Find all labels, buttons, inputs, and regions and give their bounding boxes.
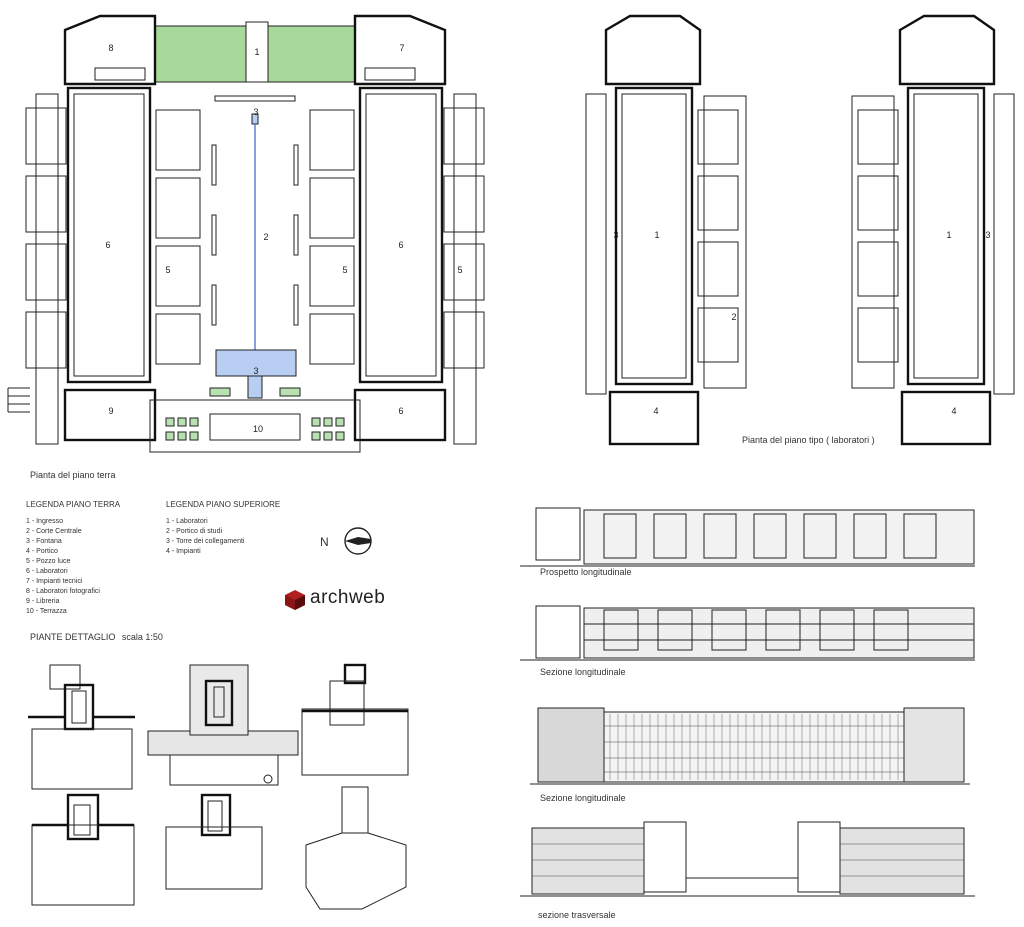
detail-plans-drawing	[28, 663, 409, 910]
legend-item: 1 - Laboratori	[166, 518, 208, 525]
legend-item: 4 - Portico	[26, 548, 58, 555]
legend-item: 9 - Libreria	[26, 598, 60, 605]
room-label: 10	[253, 424, 263, 434]
room-label: 3	[613, 230, 618, 240]
right-lab-block	[358, 86, 444, 384]
legend-item: 2 - Portico di studi	[166, 528, 223, 535]
legend-item: 3 - Torre dei collegamenti	[166, 538, 245, 545]
typical-plan-caption: Pianta del piano tipo ( laboratori )	[742, 435, 875, 445]
room-label: 5	[165, 265, 170, 275]
legend-item: 1 - Ingresso	[26, 518, 63, 525]
fountain-pool	[215, 349, 297, 377]
ground-floor-drawing: 1 2 3 3 5 5 5 6 6 6 7 8 9 10	[7, 14, 485, 453]
cross-section-drawing	[520, 821, 975, 897]
room-label: 5	[342, 265, 347, 275]
room-label: 9	[108, 406, 113, 416]
room-label: 3	[985, 230, 990, 240]
legend-ground-floor: LEGENDA PIANO TERRA 1 - Ingresso 2 - Cor…	[26, 500, 120, 617]
ground-floor-plan: 1 2 3 3 5 5 5 6 6 6 7 8 9 10	[0, 0, 490, 455]
elevation-caption: Prospetto longitudinale	[540, 567, 632, 577]
legend-item: 8 - Laboratori fotografici	[26, 588, 100, 595]
left-lab-block	[66, 86, 152, 384]
room-label: 6	[398, 406, 403, 416]
room-label: 3	[253, 366, 258, 376]
legend-upper-floor: LEGENDA PIANO SUPERIORE 1 - Laboratori 2…	[166, 500, 280, 557]
legend-item: 3 - Fontana	[26, 538, 62, 545]
legend-item: 10 - Terrazza	[26, 608, 67, 615]
legend-item: 4 - Impianti	[166, 548, 201, 555]
room-label: 2	[263, 232, 268, 242]
detail-title: PIANTE DETTAGLIO	[30, 632, 116, 642]
detail-plans	[10, 655, 420, 927]
room-label: 7	[399, 43, 404, 53]
room-label: 4	[951, 406, 956, 416]
section-caption: Sezione longitudinale	[540, 667, 626, 677]
cube-logo-icon	[285, 590, 305, 610]
detail-plan-4	[31, 793, 135, 906]
room-label: 4	[653, 406, 658, 416]
detail-plan-3	[301, 663, 409, 776]
detail-scale: scala 1:50	[121, 632, 163, 642]
legend-item: 5 - Pozzo luce	[26, 558, 71, 565]
section-2-drawing	[530, 707, 970, 785]
elevation-1	[520, 500, 975, 572]
section-caption: Sezione longitudinale	[540, 793, 626, 803]
cross-section	[520, 818, 975, 904]
north-arrow: N	[320, 526, 380, 556]
detail-plan-2	[147, 664, 299, 786]
legend-item: 7 - Impianti tecnici	[26, 578, 83, 585]
section-2	[530, 700, 970, 786]
room-label: 1	[946, 230, 951, 240]
room-label: 5	[457, 265, 462, 275]
north-label: N	[320, 535, 329, 549]
room-label: 6	[105, 240, 110, 250]
typical-floor-drawing: 1 1 2 3 3 4 4	[585, 14, 1015, 446]
detail-plan-6	[305, 786, 407, 910]
detail-plan-5	[165, 793, 263, 890]
room-label: 1	[654, 230, 659, 240]
legend-ground-title: LEGENDA PIANO TERRA	[26, 500, 121, 509]
north-arrow-icon	[344, 527, 372, 555]
room-label: 8	[108, 43, 113, 53]
elevation-1-drawing	[520, 507, 975, 567]
legend-item: 6 - Laboratori	[26, 568, 68, 575]
section-caption: sezione trasversale	[538, 910, 616, 920]
logo-text: archweb	[310, 587, 386, 608]
room-label: 6	[398, 240, 403, 250]
ground-plan-caption: Pianta del piano terra	[30, 470, 116, 480]
typical-floor-plan: 1 1 2 3 3 4 4	[570, 0, 1024, 455]
room-label: 3	[253, 107, 258, 117]
legend-item: 2 - Corte Centrale	[26, 528, 82, 535]
detail-heading: PIANTE DETTAGLIO scala 1:50	[30, 632, 163, 642]
room-label: 1	[254, 47, 259, 57]
section-1	[520, 600, 975, 664]
detail-plan-1	[28, 664, 135, 790]
section-1-drawing	[520, 605, 975, 661]
room-label: 2	[731, 312, 736, 322]
legend-upper-title: LEGENDA PIANO SUPERIORE	[166, 500, 281, 509]
